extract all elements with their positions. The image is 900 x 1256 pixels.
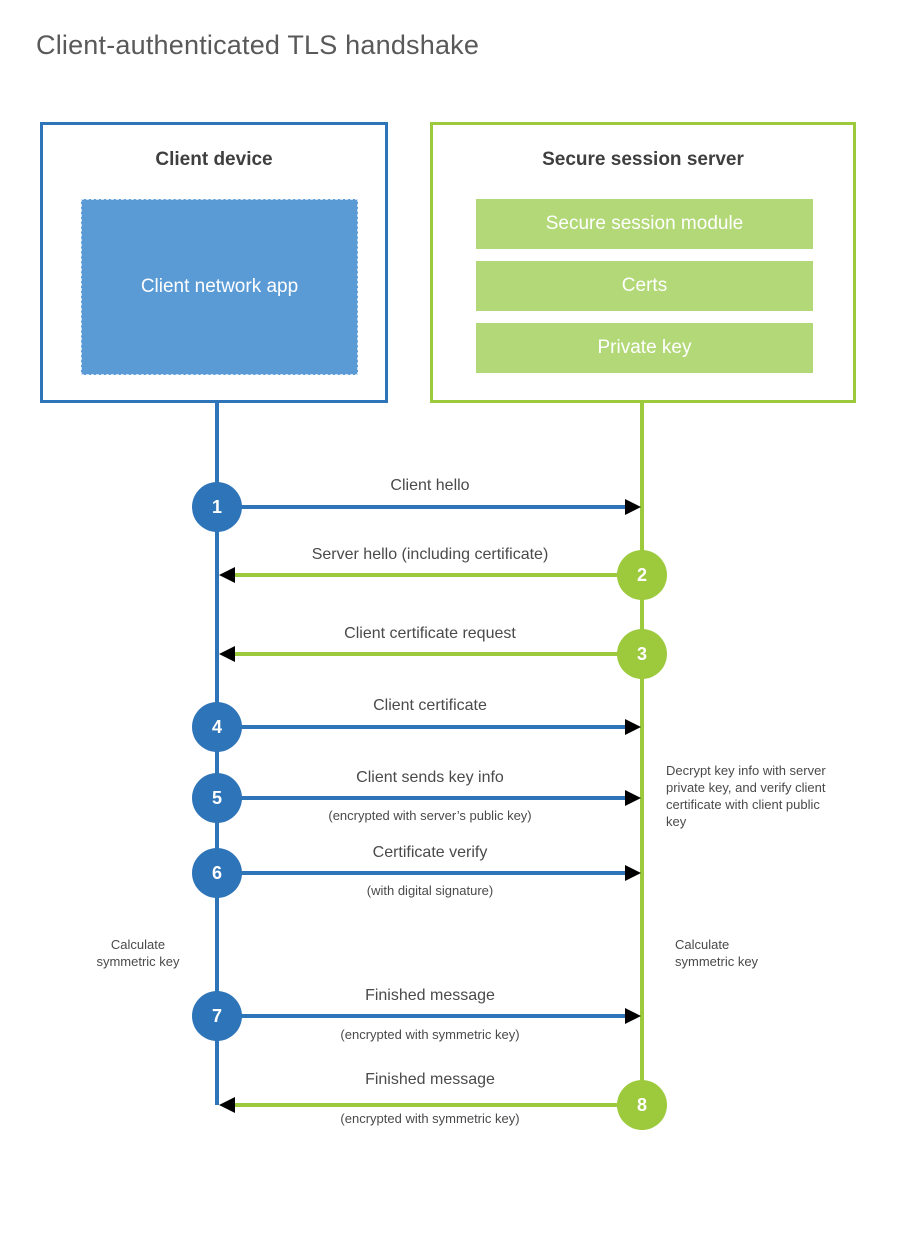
arrow-right-icon <box>240 719 641 735</box>
client-device-title: Client device <box>155 149 273 170</box>
step-5-label: Client sends key info <box>356 769 504 786</box>
arrowhead-icon <box>219 646 235 662</box>
calculate-symmetric-key-note-client: Calculate symmetric key <box>96 937 180 969</box>
step-8-sublabel: (encrypted with symmetric key) <box>340 1111 520 1126</box>
arrowhead-icon <box>625 790 641 806</box>
server-module-private-key: Private key <box>476 323 813 373</box>
step-6-sublabel: (with digital signature) <box>366 883 494 898</box>
step-3-badge: 3 <box>617 629 667 679</box>
client-network-app-module: Client network app <box>81 199 358 375</box>
client-device-box: Client device Client network app <box>40 122 388 403</box>
arrow-right-icon <box>240 499 641 515</box>
arrowhead-icon <box>219 1097 235 1113</box>
arrow-left-icon <box>219 567 618 583</box>
arrowhead-icon <box>625 719 641 735</box>
server-module-certs: Certs <box>476 261 813 311</box>
step-6-badge: 6 <box>192 848 242 898</box>
decrypt-key-note: Decrypt key info with server private key… <box>666 763 826 829</box>
calculate-symmetric-key-note-server: Calculate symmetric key <box>675 937 759 969</box>
arrow-right-icon <box>240 790 641 806</box>
arrowhead-icon <box>625 865 641 881</box>
server-module-secure-session: Secure session module <box>476 199 813 249</box>
arrow-right-icon <box>240 865 641 881</box>
step-2-label: Server hello (including certificate) <box>311 546 549 563</box>
step-4-label: Client certificate <box>373 697 487 714</box>
arrow-left-icon <box>219 1097 618 1113</box>
step-2-badge: 2 <box>617 550 667 600</box>
step-5-badge: 5 <box>192 773 242 823</box>
step-5-sublabel: (encrypted with server’s public key) <box>328 808 532 823</box>
client-network-app-label: Client network app <box>140 276 299 297</box>
page-title: Client-authenticated TLS handshake <box>36 30 480 60</box>
step-7-badge: 7 <box>192 991 242 1041</box>
step-8-label: Finished message <box>365 1071 495 1088</box>
arrowhead-icon <box>625 499 641 515</box>
client-lifeline <box>215 400 219 1105</box>
step-8-badge: 8 <box>617 1080 667 1130</box>
arrowhead-icon <box>625 1008 641 1024</box>
arrow-left-icon <box>219 646 618 662</box>
step-7-sublabel: (encrypted with symmetric key) <box>340 1027 520 1042</box>
secure-session-server-box: Secure session server Secure session mod… <box>430 122 856 403</box>
step-6-label: Certificate verify <box>372 844 488 861</box>
secure-session-server-title: Secure session server <box>542 149 744 170</box>
step-7-label: Finished message <box>365 987 495 1004</box>
step-3-label: Client certificate request <box>344 625 516 642</box>
arrow-right-icon <box>240 1008 641 1024</box>
server-lifeline <box>640 400 644 1130</box>
step-1-badge: 1 <box>192 482 242 532</box>
step-4-badge: 4 <box>192 702 242 752</box>
arrowhead-icon <box>219 567 235 583</box>
step-1-label: Client hello <box>390 477 470 494</box>
